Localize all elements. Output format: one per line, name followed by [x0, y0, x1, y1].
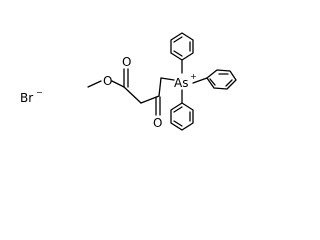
main-chain	[87, 68, 175, 116]
phenyl-bottom-inner-bond-1	[173, 106, 183, 113]
arsenic-charge: +	[190, 72, 197, 81]
phenyl-top-inner-bond-1	[173, 36, 183, 43]
phenyl-ring-bottom	[170, 102, 194, 131]
phenyl-top-hexagon	[170, 32, 194, 61]
c-ch2-bond	[123, 86, 142, 104]
ester-carbonyl-oxygen: O	[122, 55, 131, 69]
bromide-charge: −	[36, 88, 43, 97]
ch2-as-bond	[160, 77, 175, 81]
ester-ether-oxygen: O	[103, 74, 112, 88]
arsenic-phenyl-bonds	[181, 59, 208, 104]
o-c-ester-bond	[111, 80, 125, 88]
c-ch2-as-bond	[158, 77, 162, 97]
bromide-ion: Br −	[20, 88, 43, 105]
phenyl-right-inner-bond-2	[225, 79, 233, 87]
chemical-structure: Br − O O O As +	[20, 32, 237, 131]
ketone-oxygen: O	[153, 116, 162, 130]
phenyl-bottom-inner-bond-3	[173, 120, 183, 127]
phenyl-ring-right	[206, 69, 237, 90]
phenyl-right-inner-bond-3	[209, 78, 216, 86]
arsenic-atom: As	[174, 76, 188, 90]
bromide-label: Br	[20, 91, 33, 105]
phenyl-right-hexagon	[206, 69, 237, 90]
as-phenyl-right-bond	[192, 77, 208, 84]
phenyl-ring-top	[170, 32, 194, 61]
atom-labels: O O O As +	[103, 55, 197, 130]
ch3-o-bond	[87, 80, 102, 88]
phenyl-top-inner-bond-3	[173, 50, 183, 57]
phenyl-bottom-hexagon	[170, 102, 194, 131]
